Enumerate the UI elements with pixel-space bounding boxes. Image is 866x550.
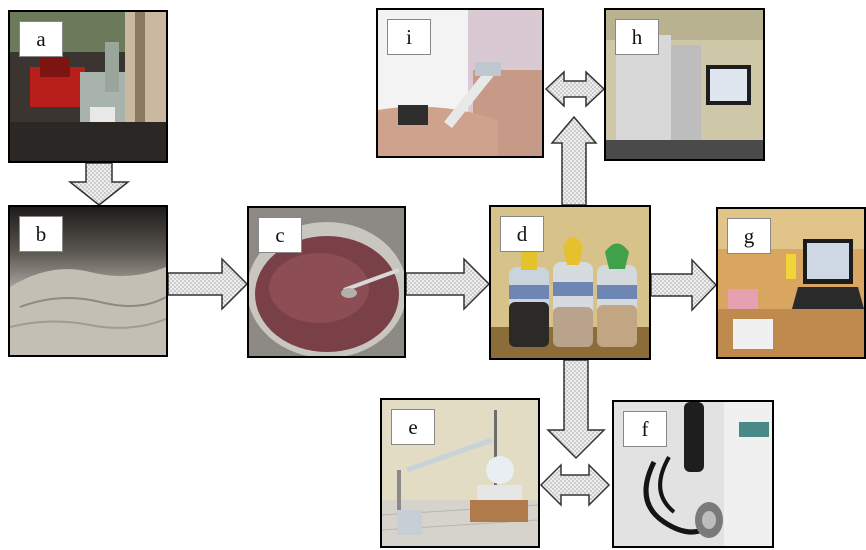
panel-label-c: c	[258, 217, 302, 253]
photo-panel-c: c	[247, 206, 406, 358]
photo-panel-a: a	[8, 10, 168, 163]
cooking-pot-photo	[249, 208, 404, 356]
photo-panel-d: d	[489, 205, 651, 360]
panel-label-e: e	[391, 409, 435, 445]
panel-label-g: g	[727, 218, 771, 254]
arrow-d-to-g	[650, 258, 718, 312]
arrow-b-to-c	[167, 257, 249, 311]
panel-label-i: i	[387, 19, 431, 55]
photo-panel-g: g	[716, 207, 866, 359]
arrow-e-f-double	[539, 463, 611, 507]
panel-label-d: d	[500, 216, 544, 252]
panel-label-f: f	[623, 411, 667, 447]
photo-panel-f: f	[612, 400, 774, 548]
photo-panel-i: i	[376, 8, 544, 158]
panel-label-b: b	[19, 216, 63, 252]
arrow-d-down	[546, 359, 606, 460]
digital-microscope-photo	[614, 402, 772, 546]
photo-panel-e: e	[380, 398, 540, 548]
photo-panel-h: h	[604, 8, 765, 161]
distillation-setup-photo	[382, 400, 538, 546]
arrow-a-to-b	[67, 162, 131, 206]
arrow-d-up	[550, 115, 598, 206]
panel-label-h: h	[615, 19, 659, 55]
arrow-c-to-d	[405, 257, 491, 311]
panel-label-a: a	[19, 21, 63, 57]
photo-panel-b: b	[8, 205, 168, 357]
arrow-i-h-double	[544, 70, 606, 108]
